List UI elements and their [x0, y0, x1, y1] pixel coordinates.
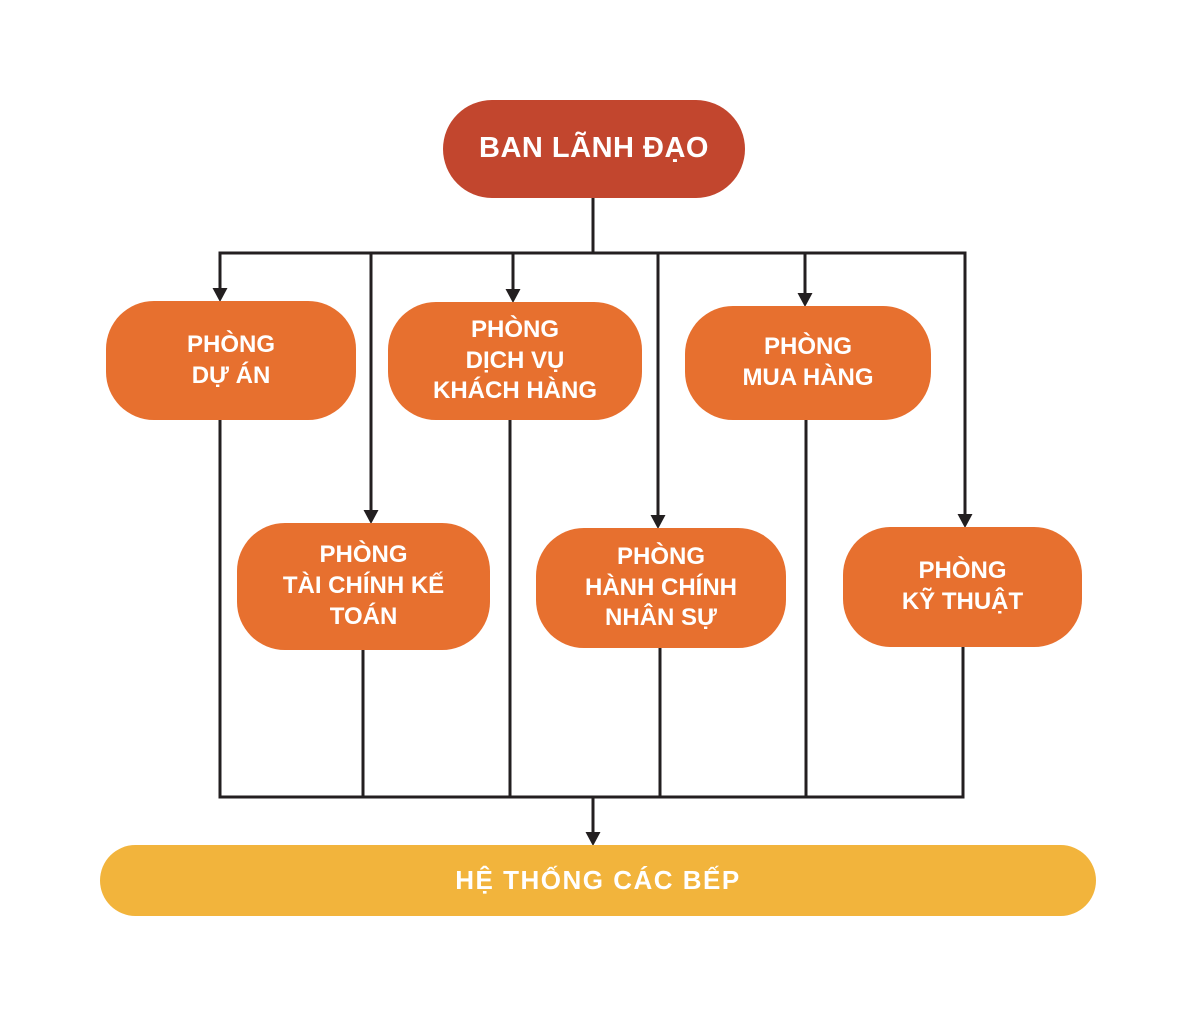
node-phong-mua-hang: PHÒNG MUA HÀNG	[685, 306, 931, 420]
node-phong-hanh-chinh-nhan-su: PHÒNG HÀNH CHÍNH NHÂN SỰ	[536, 528, 786, 648]
node-phong-tai-chinh-ke-toan-label: PHÒNG TÀI CHÍNH KẾ TOÁN	[282, 541, 445, 630]
node-ban-lanh-dao-label: BAN LÃNH ĐẠO	[479, 132, 709, 165]
node-phong-tai-chinh-ke-toan: PHÒNG TÀI CHÍNH KẾ TOÁN	[237, 523, 490, 650]
node-phong-mua-hang-label: PHÒNG MUA HÀNG	[742, 333, 874, 391]
node-phong-hanh-chinh-nhan-su-label: PHÒNG HÀNH CHÍNH NHÂN SỰ	[585, 542, 737, 632]
node-phong-du-an: PHÒNG DỰ ÁN	[106, 301, 356, 420]
node-phong-du-an-label: PHÒNG DỰ ÁN	[186, 330, 275, 389]
node-he-thong-cac-bep: HỆ THỐNG CÁC BẾP	[100, 845, 1096, 916]
node-phong-ky-thuat: PHÒNG KỸ THUẬT	[843, 527, 1082, 647]
node-ban-lanh-dao: BAN LÃNH ĐẠO	[443, 100, 745, 198]
node-he-thong-cac-bep-label: HỆ THỐNG CÁC BẾP	[455, 864, 741, 895]
node-phong-dich-vu-khach-hang-label: PHÒNG DỊCH VỤ KHÁCH HÀNG	[433, 315, 597, 405]
node-phong-ky-thuat-label: PHÒNG KỸ THUẬT	[901, 557, 1024, 615]
node-phong-dich-vu-khach-hang: PHÒNG DỊCH VỤ KHÁCH HÀNG	[388, 302, 642, 420]
